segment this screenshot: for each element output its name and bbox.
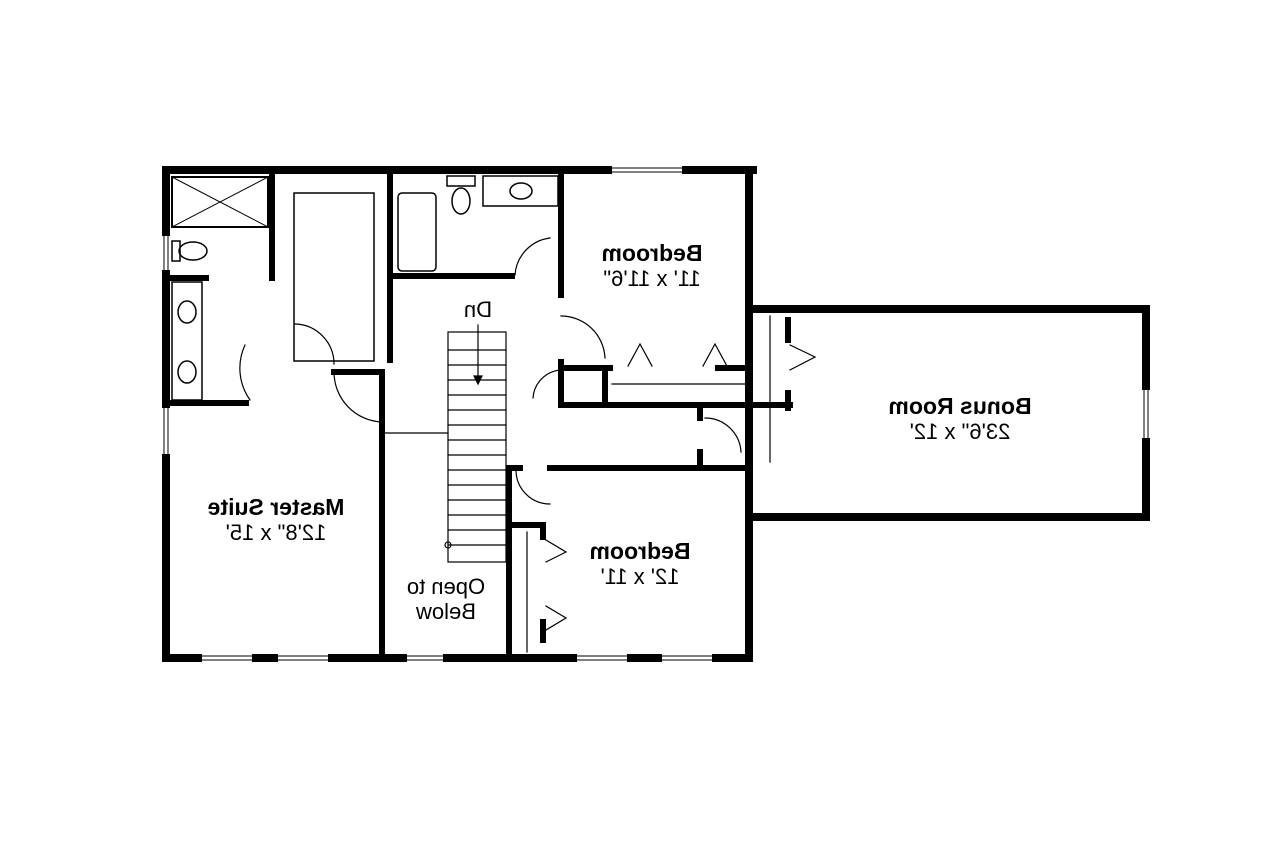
room-dims: 12' x 11' (600, 564, 680, 590)
room-label-bedroom-1: Bedroom 11' x 11'6" (582, 240, 722, 292)
room-name: Bedroom (601, 240, 703, 266)
room-dims: 11' x 11'6" (603, 266, 701, 292)
room-name: Bonus Room (888, 393, 1032, 419)
room-name: Master Suite (207, 494, 345, 520)
room-name: Bedroom (589, 538, 691, 564)
doors (239, 237, 817, 653)
area-label-line2: Below (416, 599, 476, 625)
room-label-master-suite: Master Suite 12'8" x 15' (186, 494, 366, 546)
interior-walls (167, 167, 793, 661)
room-label-bonus-room: Bonus Room 23'6" x 12' (860, 393, 1060, 445)
windows (162, 166, 1150, 662)
staircase (384, 324, 507, 563)
stair-direction-label: Dn (463, 297, 493, 322)
room-dims: 12'8" x 15' (225, 520, 327, 546)
area-label-line1: Open to (406, 574, 486, 599)
room-label-bedroom-2: Bedroom 12' x 11' (570, 538, 710, 590)
room-label-open-to-below: Open to Below (396, 574, 496, 625)
room-dims: 23'6" x 12' (909, 419, 1011, 445)
